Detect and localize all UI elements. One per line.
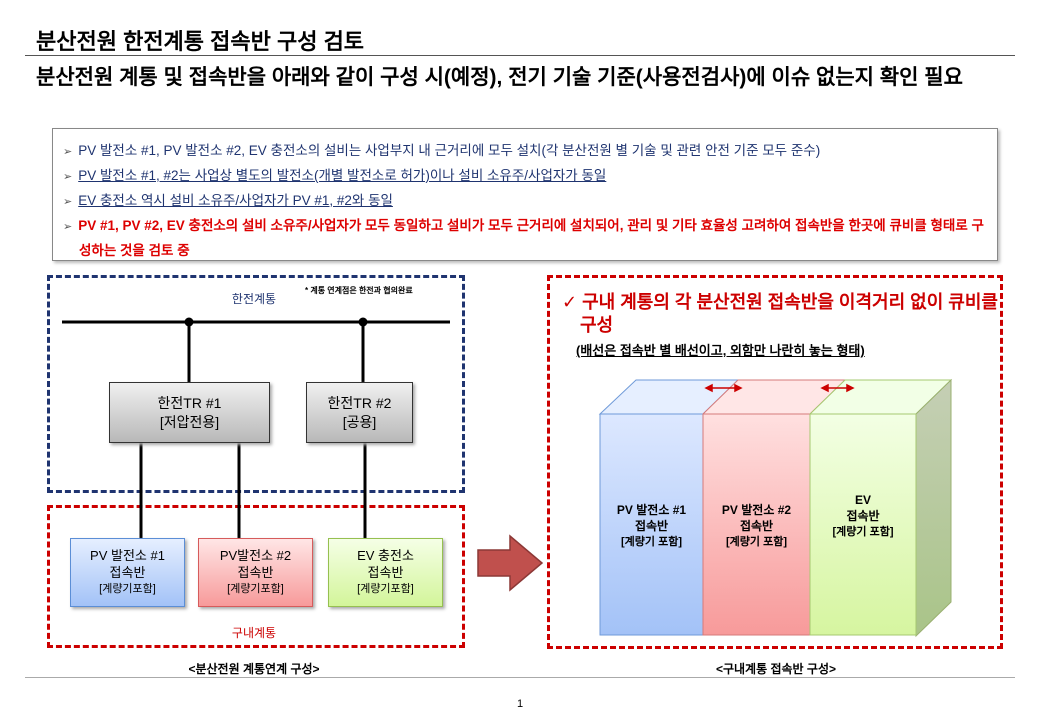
bullet-item-highlight: ➢PV #1, PV #2, EV 충전소의 설비 소유주/사업자가 모두 동일… xyxy=(63,218,984,258)
cube-side xyxy=(915,378,952,638)
node-title: EV 충전소 xyxy=(357,548,414,563)
internal-section-box xyxy=(47,505,465,648)
transformer-2-name: 한전TR #2 xyxy=(327,394,392,411)
bullet-item: ➢PV 발전소 #1, PV 발전소 #2, EV 충전소의 설비는 사업부지 … xyxy=(63,143,821,158)
node-note: [계량기포함] xyxy=(227,583,284,595)
cubicle-note: (배선은 접속반 별 배선이고, 외함만 나란히 놓는 형태) xyxy=(576,343,865,358)
page-title: 분산전원 한전계통 접속반 구성 검토 xyxy=(36,29,365,54)
cube-subtitle: 접속반 xyxy=(739,519,774,533)
left-caption: <분산전원 계통연계 구성> xyxy=(188,662,320,676)
page-subtitle: 분산전원 계통 및 접속반을 아래와 같이 구성 시(예정), 전기 기술 기준… xyxy=(36,66,963,89)
page-number: 1 xyxy=(516,698,524,710)
cube-title: PV 발전소 #2 xyxy=(721,503,792,517)
right-arrow-icon xyxy=(477,534,544,592)
grid-section-box xyxy=(47,275,465,493)
pv1-panel-node: PV 발전소 #1 접속반 [계량기포함] xyxy=(70,538,185,607)
cube-ev-front xyxy=(809,413,917,636)
cube-subtitle: 접속반 xyxy=(846,509,880,523)
node-subtitle: 접속반 xyxy=(367,565,404,580)
node-subtitle: 접속반 xyxy=(237,565,274,580)
node-note: [계량기포함] xyxy=(357,583,414,595)
cube-pv2-front xyxy=(702,413,811,636)
transformer-2: 한전TR #2 [공용] xyxy=(306,382,413,443)
transformer-1-name: 한전TR #1 xyxy=(157,394,222,411)
cube-subtitle: 접속반 xyxy=(634,519,669,533)
gap-arrow-icon xyxy=(820,383,855,393)
cube-note: [계량기 포함] xyxy=(726,536,787,548)
arrow-bullet-icon: ➢ xyxy=(63,221,73,233)
cube-pv1-front xyxy=(599,413,704,636)
transformer-1-type: [저압전용] xyxy=(159,413,220,430)
gap-arrow-icon xyxy=(704,383,743,393)
cube-note: [계량기 포함] xyxy=(621,536,682,548)
cube-ev-label: EV 접속반 [계량기 포함] xyxy=(810,492,916,540)
node-note: [계량기포함] xyxy=(99,583,156,595)
cubicle-headline: ✓ 구내 계통의 각 분산전원 접속반을 이격거리 없이 큐비클 구성 xyxy=(562,292,998,335)
cube-title: PV 발전소 #1 xyxy=(616,503,687,517)
footer-divider xyxy=(25,677,1015,678)
title-divider xyxy=(25,55,1015,56)
summary-box: ➢PV 발전소 #1, PV 발전소 #2, EV 충전소의 설비는 사업부지 … xyxy=(52,128,998,261)
grid-note: * 계통 연계점은 한전과 협의완료 xyxy=(305,286,413,295)
arrow-bullet-icon: ➢ xyxy=(63,146,73,158)
cube-pv2-label: PV 발전소 #2 접속반 [계량기 포함] xyxy=(703,502,810,550)
transformer-2-type: [공용] xyxy=(342,413,377,430)
grid-label: 한전계통 xyxy=(231,292,277,306)
bullet-item: ➢EV 충전소 역시 설비 소유주/사업자가 PV #1, #2와 동일 xyxy=(63,193,393,208)
cubicle-section-box xyxy=(547,275,1003,649)
cube-title: EV xyxy=(854,493,871,507)
internal-label: 구내계통 xyxy=(231,626,277,640)
cube-pv1-label: PV 발전소 #1 접속반 [계량기 포함] xyxy=(600,502,703,550)
bullet-item: ➢PV 발전소 #1, #2는 사업상 별도의 발전소(개별 발전소로 허가)이… xyxy=(63,168,607,183)
ev-panel-node: EV 충전소 접속반 [계량기포함] xyxy=(328,538,443,607)
transformer-1: 한전TR #1 [저압전용] xyxy=(109,382,270,443)
node-subtitle: 접속반 xyxy=(109,565,146,580)
cube-note: [계량기 포함] xyxy=(832,526,894,538)
right-caption: <구내계통 접속반 구성> xyxy=(715,662,837,676)
arrow-bullet-icon: ➢ xyxy=(63,196,73,208)
node-title: PV 발전소 #1 xyxy=(90,548,165,563)
node-title: PV발전소 #2 xyxy=(219,548,292,563)
pv2-panel-node: PV발전소 #2 접속반 [계량기포함] xyxy=(198,538,313,607)
arrow-bullet-icon: ➢ xyxy=(63,171,73,183)
